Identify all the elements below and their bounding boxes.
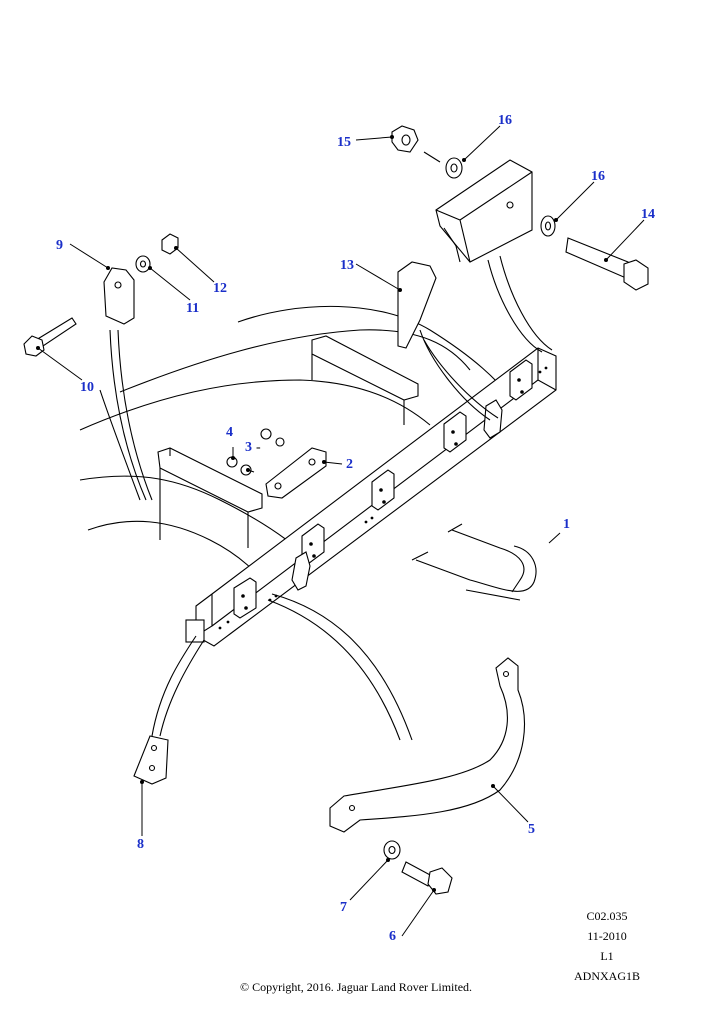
callout-15: 15 <box>337 135 351 150</box>
u-bolt-item-1 <box>411 523 537 601</box>
callout-6: 6 <box>389 929 396 944</box>
callout-8: 8 <box>137 837 144 852</box>
reference-code: C02.035 <box>586 909 628 923</box>
callout-16-top: 16 <box>498 113 512 128</box>
callout-5: 5 <box>528 822 535 837</box>
washer-item-7 <box>383 840 401 860</box>
mounting-plate <box>265 447 327 499</box>
reference-block: C02.035 11-2010 L1 ADNXAG1B <box>552 906 662 986</box>
copyright-notice: © Copyright, 2016. Jaguar Land Rover Lim… <box>239 980 473 994</box>
callout-11: 11 <box>186 301 199 316</box>
bolt-item-10 <box>23 317 77 357</box>
washer-item-16-top <box>445 157 463 179</box>
callout-labels: 1 2 3 4 5 6 7 8 9 10 11 12 13 14 15 16 1… <box>56 113 655 944</box>
callout-14: 14 <box>641 207 655 222</box>
chassis-frame <box>185 347 557 647</box>
callout-9: 9 <box>56 238 63 253</box>
bolt-item-14 <box>565 237 649 291</box>
mounting-block <box>435 159 533 263</box>
washer-item-11 <box>135 255 151 273</box>
body-cross-member-rear <box>311 335 419 425</box>
callout-12: 12 <box>213 281 227 296</box>
reference-date: 11-2010 <box>587 929 627 943</box>
callout-7: 7 <box>340 900 347 915</box>
reference-id: ADNXAG1B <box>574 969 640 983</box>
callout-4: 4 <box>226 425 233 440</box>
callout-13: 13 <box>340 258 354 273</box>
nut-item-15 <box>391 125 441 163</box>
washer-item-16-right <box>540 215 556 237</box>
callout-3: 3 <box>245 440 252 455</box>
callout-16-right: 16 <box>591 169 605 184</box>
callout-10: 10 <box>80 380 94 395</box>
body-cross-member-front <box>157 447 263 548</box>
reference-level: L1 <box>600 949 614 963</box>
bracket-item-13 <box>397 261 437 349</box>
bolt-item-6 <box>401 861 453 895</box>
callout-2: 2 <box>346 457 353 472</box>
nut-washer-3-4 <box>226 428 285 476</box>
bracket-item-9 <box>103 267 135 325</box>
strap-guide-lines <box>109 255 553 741</box>
callout-3-dash: - <box>256 440 261 455</box>
nut-item-12 <box>161 233 179 255</box>
strap-item-5 <box>329 657 526 833</box>
link-plate-item-8 <box>133 735 169 785</box>
callout-1: 1 <box>563 517 570 532</box>
leader-lines <box>36 125 645 937</box>
